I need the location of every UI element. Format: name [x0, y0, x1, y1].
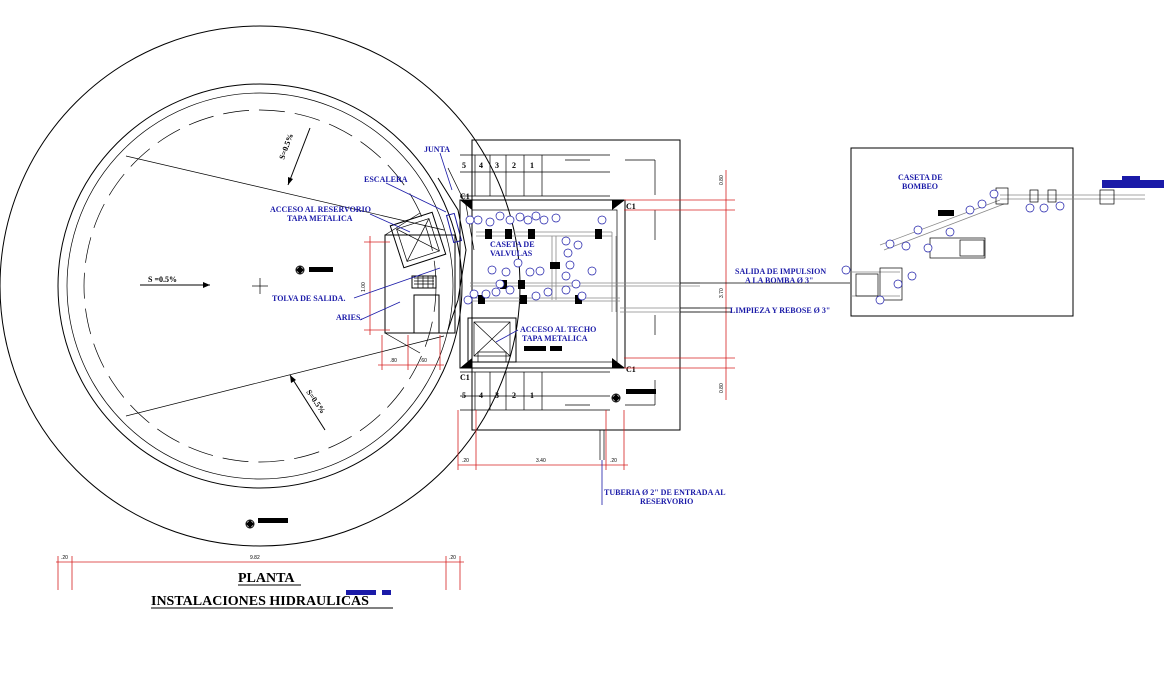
steps-top: 5 4 3 2 1 [462, 161, 534, 170]
dim-right-mid: 3.70 [719, 288, 725, 298]
title-planta: PLANTA [238, 571, 295, 586]
column-c1-tl: C1 [460, 192, 470, 201]
step-5: 5 [462, 161, 466, 170]
label-junta: JUNTA [424, 145, 450, 154]
label-caseta-valvulas-1: CASETA DE [490, 240, 535, 249]
valve-house-outer [459, 139, 681, 431]
label-caseta-valvulas-2: VALVULAS [490, 249, 533, 258]
tolva-structure [384, 212, 456, 354]
step-3: 3 [495, 161, 499, 170]
item-bubbles [463, 211, 607, 305]
column-c1-br: C1 [626, 365, 636, 374]
dim-tolva-w2: .60 [420, 358, 427, 364]
section-marker-bottom [245, 518, 288, 529]
dim-box-left: .20 [462, 458, 469, 464]
title-scale-bar-end [382, 590, 391, 595]
step-5: 5 [462, 391, 466, 400]
section-marker-right [611, 389, 656, 403]
step-2: 2 [512, 391, 516, 400]
dim-right-top: 0.80 [719, 175, 725, 185]
label-acceso-techo-1: ACCESO AL TECHO [520, 325, 596, 334]
dim-bottom-right: .20 [449, 555, 456, 561]
label-salida-impulsion-2: A LA BOMBA Ø 3" [745, 276, 813, 285]
title-scale-bar [346, 590, 376, 595]
reservoir-outline [0, 25, 521, 547]
title-instalaciones: INSTALACIONES HIDRAULICAS [151, 594, 369, 609]
step-4: 4 [479, 161, 483, 170]
column-c1-tr: C1 [626, 202, 636, 211]
label-limpieza: LIMPIEZA Y REBOSE Ø 3" [730, 306, 830, 315]
roof-access-hatch [467, 317, 562, 363]
slope-label-bottom: S=0.5% [304, 388, 327, 415]
label-acceso-reservorio: ACCESO AL RESERVORIO [270, 205, 371, 214]
column-c1-bl: C1 [460, 373, 470, 382]
slope-arrows [140, 127, 326, 431]
pump-house [841, 147, 1164, 317]
escalera-ladder [389, 211, 447, 269]
step-3: 3 [495, 391, 499, 400]
dim-tolva-w1: .80 [390, 358, 397, 364]
label-tapa-metalica: TAPA METALICA [287, 214, 353, 223]
label-escalera: ESCALERA [364, 175, 408, 184]
dim-bottom-total: 9.82 [250, 555, 260, 561]
label-tolva: TOLVA DE SALIDA. [272, 294, 345, 303]
dim-tolva-h: 1.00 [361, 282, 367, 292]
step-1: 1 [530, 161, 534, 170]
label-salida-impulsion-1: SALIDA DE IMPULSION [735, 267, 826, 276]
step-1: 1 [530, 391, 534, 400]
step-4: 4 [479, 391, 483, 400]
label-tuberia-1: TUBERIA Ø 2" DE ENTRADA AL [604, 488, 726, 497]
label-caseta-bombeo-2: BOMBEO [902, 182, 938, 191]
section-marker-center [295, 265, 333, 275]
steps-bottom: 5 4 3 2 1 [462, 391, 534, 400]
dim-box-mid: 3.40 [536, 458, 546, 464]
label-acceso-techo-2: TAPA METALICA [522, 334, 588, 343]
label-caseta-bombeo-1: CASETA DE [898, 173, 943, 182]
step-2: 2 [512, 161, 516, 170]
label-aries: ARIES. [336, 313, 362, 322]
slope-label-main: S =0.5% [148, 275, 177, 284]
dim-bottom-left: .20 [61, 555, 68, 561]
dim-right-bot: 0.80 [719, 383, 725, 393]
leader-lines [353, 152, 519, 343]
outlet-pipes [599, 282, 850, 505]
label-tuberia-2: RESERVORIO [640, 497, 693, 506]
dim-box-right: .20 [610, 458, 617, 464]
slope-label-top: S=0.5% [277, 132, 295, 160]
dimension-lines [56, 170, 735, 590]
